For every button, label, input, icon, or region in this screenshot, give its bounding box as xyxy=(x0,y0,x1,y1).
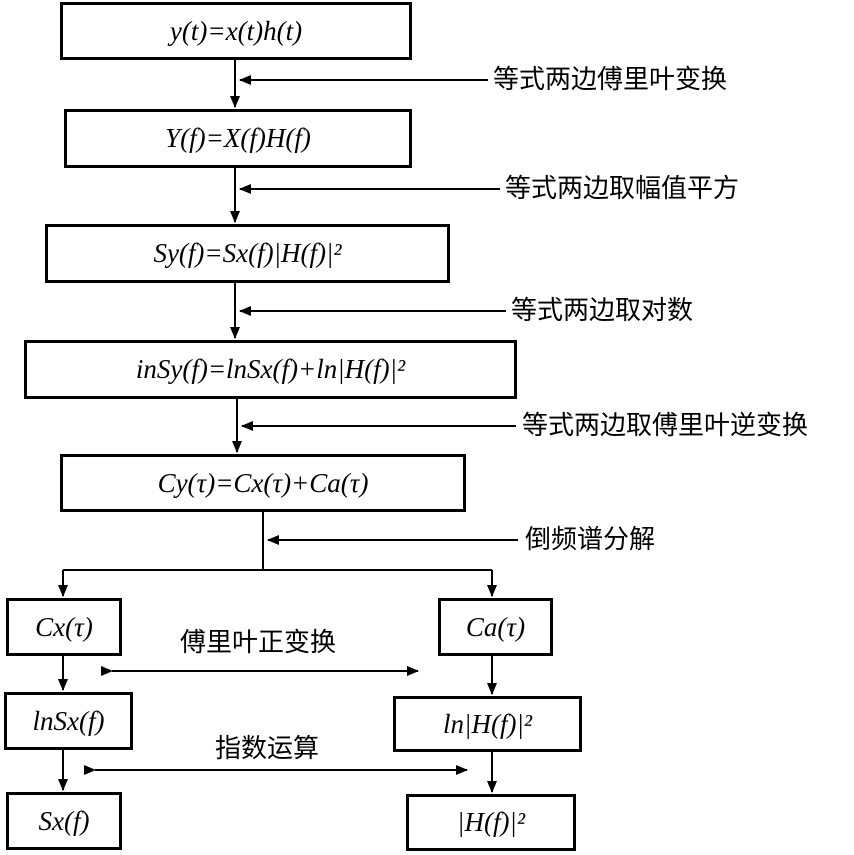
step-label-logarithm: 等式两边取对数 xyxy=(511,296,694,326)
box-frequency-domain: Y(f)=X(f)H(f) xyxy=(64,109,412,168)
box-h-squared: |H(f)|² xyxy=(406,794,576,851)
box-cepstrum: Cy(τ)=Cx(τ)+Ca(τ) xyxy=(60,454,466,512)
box-ln-sx: lnSx(f) xyxy=(4,692,133,750)
step-label-magnitude-square: 等式两边取幅值平方 xyxy=(505,174,740,204)
step-label-cepstrum-decomposition: 倒频谱分解 xyxy=(525,525,656,555)
step-label-inverse-fourier: 等式两边取傅里叶逆变换 xyxy=(522,411,809,441)
box-ca-tau: Ca(τ) xyxy=(438,598,553,656)
box-log-spectrum: inSy(f)=lnSx(f)+ln|H(f)|² xyxy=(24,340,517,399)
mid-label-exponential: 指数运算 xyxy=(215,734,320,764)
box-cx-tau: Cx(τ) xyxy=(6,598,122,656)
box-sx: Sx(f) xyxy=(6,792,122,850)
box-ln-h-squared: ln|H(f)|² xyxy=(393,696,582,752)
box-time-domain: y(t)=x(t)h(t) xyxy=(60,2,412,60)
mid-label-forward-fourier: 傅里叶正变换 xyxy=(180,628,337,658)
box-power-spectrum: Sy(f)=Sx(f)|H(f)|² xyxy=(45,224,450,283)
step-label-fourier-transform: 等式两边傅里叶变换 xyxy=(493,65,728,95)
